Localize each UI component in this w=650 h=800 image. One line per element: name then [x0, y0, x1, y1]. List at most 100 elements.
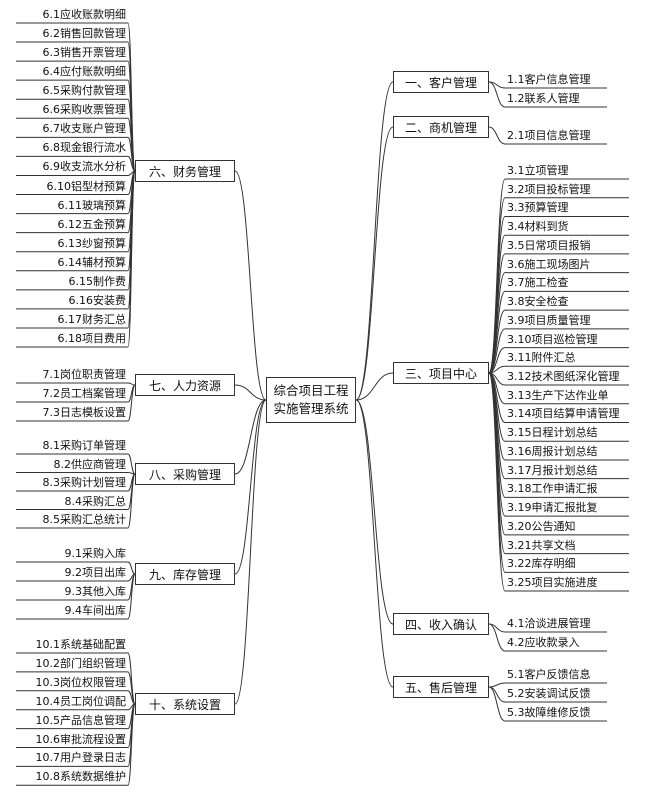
- connector-b2-1: [488, 126, 607, 145]
- branch-finance-management[interactable]: 六、财务管理: [135, 160, 235, 182]
- leaf-b8-1[interactable]: 8.1采购订单管理: [42, 439, 127, 452]
- leaf-b10-2[interactable]: 10.2部门组织管理: [35, 656, 127, 670]
- leaf-b3-8[interactable]: 3.8安全检查: [507, 295, 569, 309]
- leaf-b6-18[interactable]: 6.18项目费用: [57, 332, 127, 346]
- leaf-b3-21[interactable]: 3.21共享文档: [507, 538, 576, 552]
- leaf-b9-4[interactable]: 9.4车间出库: [64, 604, 127, 617]
- leaf-b10-6[interactable]: 10.6审批流程设置: [35, 732, 127, 746]
- leaf-b9-2[interactable]: 9.2项目出库: [64, 566, 127, 579]
- leaf-b3-18[interactable]: 3.18工作申请汇报: [507, 482, 598, 496]
- leaf-b6-14[interactable]: 6.14辅材预算: [57, 255, 127, 269]
- leaf-b6-13[interactable]: 6.13纱窗预算: [57, 236, 127, 250]
- leaf-b6-12[interactable]: 6.12五金预算: [57, 217, 127, 231]
- leaf-b6-1[interactable]: 6.1应收账款明细: [42, 8, 127, 21]
- leaf-b3-13[interactable]: 3.13生产下达作业单: [507, 388, 609, 402]
- leaf-b3-7[interactable]: 3.7施工检查: [507, 276, 569, 290]
- leaf-b6-3[interactable]: 6.3销售开票管理: [42, 46, 127, 60]
- leaf-b3-4[interactable]: 3.4材料到货: [507, 220, 569, 234]
- leaf-b3-5[interactable]: 3.5日常项目报销: [507, 238, 591, 252]
- leaf-b3-19[interactable]: 3.19申请汇报批复: [507, 501, 598, 515]
- leaf-b5-1[interactable]: 5.1客户反馈信息: [507, 668, 591, 681]
- branch-inventory-management[interactable]: 九、库存管理: [135, 563, 235, 585]
- connector-b8-2: [16, 472, 136, 475]
- branch-customer-management[interactable]: 一、客户管理: [393, 71, 489, 93]
- leaf-b10-7[interactable]: 10.7用户登录日志: [35, 751, 127, 765]
- leaf-b3-15[interactable]: 3.15日程计划总结: [507, 426, 598, 440]
- branch-project-center[interactable]: 三、项目中心: [393, 362, 489, 384]
- leaf-b7-2[interactable]: 7.2员工档案管理: [42, 387, 127, 400]
- connector-b6-18: [16, 170, 136, 348]
- leaf-b5-3[interactable]: 5.3故障维修反馈: [507, 706, 591, 719]
- leaf-b1-1[interactable]: 1.1客户信息管理: [507, 73, 591, 86]
- leaf-b6-6[interactable]: 6.6采购收票管理: [42, 103, 127, 117]
- connector-center-b10: [234, 399, 267, 705]
- leaf-b3-3[interactable]: 3.3预算管理: [507, 201, 569, 215]
- leaf-b1-2[interactable]: 1.2联系人管理: [507, 92, 580, 105]
- leaf-b9-3[interactable]: 9.3其他入库: [64, 585, 127, 598]
- leaf-b4-2[interactable]: 4.2应收款录入: [507, 636, 580, 649]
- leaf-b6-10[interactable]: 6.10铝型材预算: [46, 179, 127, 193]
- leaf-b10-1[interactable]: 10.1系统基础配置: [35, 638, 127, 651]
- leaf-b9-1[interactable]: 9.1采购入库: [64, 547, 127, 560]
- connector-center-b8: [234, 399, 267, 475]
- connector-b10-3: [16, 690, 136, 705]
- connector-center-b4: [355, 399, 394, 625]
- branch-after-sales[interactable]: 五、售后管理: [393, 676, 489, 698]
- leaf-b10-3[interactable]: 10.3岗位权限管理: [35, 675, 127, 689]
- leaf-b3-23[interactable]: 3.25项目实施进度: [507, 576, 598, 590]
- branch-opportunity-management[interactable]: 二、商机管理: [393, 116, 489, 138]
- connector-center-b6: [234, 170, 267, 401]
- leaf-b10-5[interactable]: 10.5产品信息管理: [35, 713, 127, 727]
- leaf-b6-5[interactable]: 6.5采购付款管理: [42, 84, 127, 98]
- leaf-b3-16[interactable]: 3.16周报计划总结: [507, 444, 598, 458]
- connector-center-b2: [355, 126, 394, 401]
- leaf-b5-2[interactable]: 5.2安装调试反馈: [507, 687, 591, 700]
- leaf-b6-16[interactable]: 6.16安装费: [68, 293, 127, 307]
- leaf-b3-11[interactable]: 3.11附件汇总: [507, 351, 576, 365]
- connector-b3-11: [488, 365, 629, 374]
- leaf-b10-4[interactable]: 10.4员工岗位调配: [35, 694, 127, 708]
- leaf-b3-2[interactable]: 3.2项目投标管理: [507, 182, 591, 196]
- connector-b9-1: [16, 561, 136, 575]
- connector-b10-8: [16, 703, 136, 786]
- leaf-b10-8[interactable]: 10.8系统数据维护: [35, 770, 127, 784]
- branch-procurement-management[interactable]: 八、采购管理: [135, 463, 235, 485]
- leaf-b7-3[interactable]: 7.3日志模板设置: [42, 406, 127, 419]
- connector-b8-5: [16, 473, 136, 529]
- leaf-b6-11[interactable]: 6.11玻璃预算: [57, 198, 127, 212]
- leaf-b3-1[interactable]: 3.1立项管理: [507, 164, 569, 177]
- branch-system-settings[interactable]: 十、系统设置: [135, 693, 235, 715]
- connector-center-b1: [355, 81, 394, 401]
- leaf-b6-9[interactable]: 6.9收支流水分析: [42, 160, 127, 174]
- leaf-b6-4[interactable]: 6.4应付账款明细: [42, 65, 127, 79]
- leaf-b3-20[interactable]: 3.20公告通知: [507, 519, 576, 533]
- central-topic[interactable]: 综合项目工程 实施管理系统: [266, 377, 356, 423]
- leaf-b4-1[interactable]: 4.1洽谈进展管理: [507, 617, 591, 630]
- leaf-b8-2[interactable]: 8.2供应商管理: [53, 457, 127, 471]
- leaf-b6-2[interactable]: 6.2销售回款管理: [42, 27, 127, 41]
- leaf-b3-6[interactable]: 3.6施工现场图片: [507, 257, 591, 271]
- leaf-b8-3[interactable]: 8.3采购计划管理: [42, 476, 127, 489]
- leaf-b3-12[interactable]: 3.12技术图纸深化管理: [507, 370, 620, 384]
- leaf-b3-10[interactable]: 3.10项目巡检管理: [507, 332, 598, 346]
- leaf-b8-4[interactable]: 8.4采购汇总: [64, 494, 127, 508]
- leaf-b6-17[interactable]: 6.17财务汇总: [57, 312, 127, 326]
- connector-b3-23: [488, 372, 629, 592]
- connector-b1-2: [488, 81, 607, 108]
- connector-b4-2: [488, 623, 607, 652]
- leaf-b6-8[interactable]: 6.8现金银行流水: [42, 141, 127, 155]
- leaf-b7-1[interactable]: 7.1岗位职责管理: [42, 368, 127, 381]
- branch-human-resources[interactable]: 七、人力资源: [135, 374, 235, 396]
- leaf-b8-5[interactable]: 8.5采购汇总统计: [42, 513, 127, 526]
- leaf-b2-1[interactable]: 2.1项目信息管理: [507, 129, 591, 142]
- leaf-b3-9[interactable]: 3.9项目质量管理: [507, 313, 591, 327]
- leaf-b3-17[interactable]: 3.17月报计划总结: [507, 463, 598, 477]
- connector-b7-1: [16, 382, 136, 386]
- leaf-b6-15[interactable]: 6.15制作费: [68, 274, 127, 288]
- connector-b7-3: [16, 384, 136, 422]
- leaf-b3-14[interactable]: 3.14项目结算申请管理: [507, 407, 620, 421]
- branch-revenue-confirmation[interactable]: 四、收入确认: [393, 613, 489, 635]
- leaf-b3-22[interactable]: 3.22库存明细: [507, 557, 576, 571]
- leaf-b6-7[interactable]: 6.7收支账户管理: [42, 122, 127, 136]
